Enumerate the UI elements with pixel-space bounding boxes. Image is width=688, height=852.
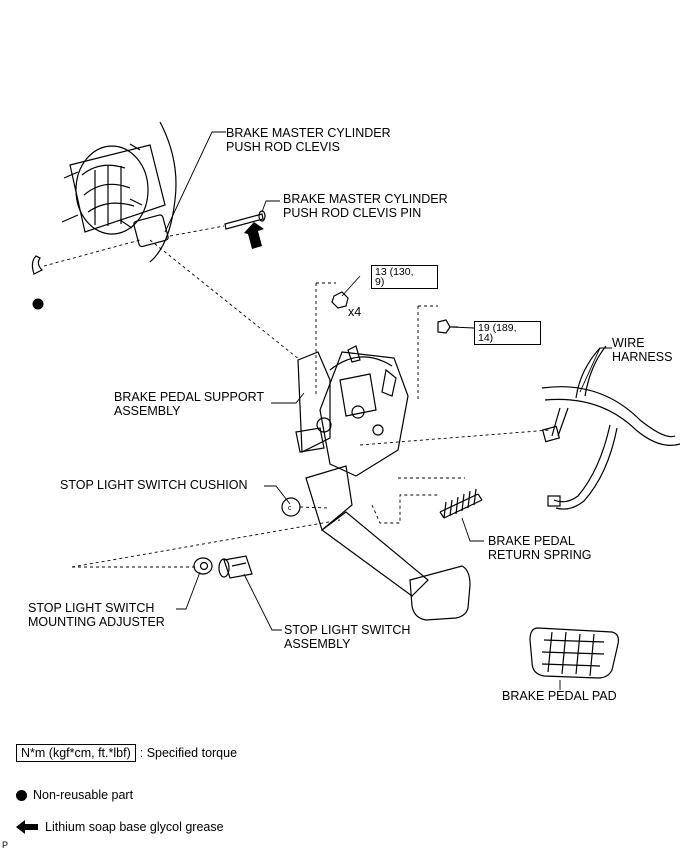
filled-circle-icon	[16, 789, 27, 801]
label-return-spring: BRAKE PEDAL RETURN SPRING	[488, 534, 592, 562]
wire-harness-illustration	[541, 345, 681, 510]
stop-light-switch-illustration	[218, 555, 253, 579]
grease-arrow-marker	[244, 222, 264, 249]
label-x4: x4	[348, 305, 362, 319]
legend-torque-box: N*m (kgf*cm, ft.*lbf)	[16, 744, 136, 762]
label-brake-pedal-pad: BRAKE PEDAL PAD	[502, 689, 617, 703]
return-spring-illustration	[439, 488, 483, 519]
brake-pedal-illustration	[305, 465, 471, 621]
legend-grease: Lithium soap base glycol grease	[16, 820, 224, 834]
torque-box-1: 13 (130, 9)	[371, 265, 438, 289]
svg-text:c: c	[288, 505, 292, 512]
non-reusable-marker	[32, 298, 44, 310]
legend-nonreusable: Non-reusable part	[16, 788, 133, 802]
clip-illustration	[31, 255, 44, 275]
label-cushion: STOP LIGHT SWITCH CUSHION	[60, 478, 248, 492]
label-adjuster: STOP LIGHT SWITCH MOUNTING ADJUSTER	[28, 601, 165, 629]
label-stop-light-switch: STOP LIGHT SWITCH ASSEMBLY	[284, 623, 411, 651]
legend-torque: N*m (kgf*cm, ft.*lbf) : Specified torque	[16, 744, 237, 762]
left-arrow-icon	[16, 820, 38, 834]
label-clevis: BRAKE MASTER CYLINDER PUSH ROD CLEVIS	[226, 126, 391, 154]
corner-mark: P	[2, 840, 9, 850]
mounting-nuts-illustration	[331, 291, 458, 334]
legend-torque-text: : Specified torque	[139, 746, 238, 760]
legend-nonreusable-text: Non-reusable part	[33, 788, 134, 802]
brake-booster-illustration	[61, 121, 177, 263]
legend-grease-text: Lithium soap base glycol grease	[45, 820, 224, 834]
cushion-illustration	[281, 497, 301, 517]
label-wire-harness: WIRE HARNESS	[612, 336, 673, 364]
leader-lines	[164, 131, 612, 690]
pedal-support-illustration	[295, 345, 409, 477]
torque-box-2: 19 (189, 14)	[474, 321, 541, 345]
adjuster-illustration	[193, 557, 213, 575]
label-clevis-pin: BRAKE MASTER CYLINDER PUSH ROD CLEVIS PI…	[283, 192, 448, 220]
alignment-lines	[43, 225, 551, 568]
label-pedal-support: BRAKE PEDAL SUPPORT ASSEMBLY	[114, 390, 265, 418]
brake-pedal-pad-illustration	[529, 627, 619, 679]
